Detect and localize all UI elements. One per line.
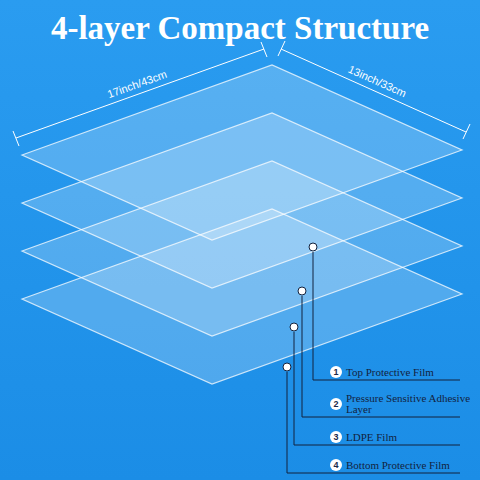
callout-item: 4 Bottom Protective Film (330, 459, 476, 471)
title: 4-layer Compact Structure (0, 8, 480, 48)
callout-number: 2 (330, 398, 342, 410)
part-name: Bottom Protective Film (346, 460, 450, 471)
dimension-label: 17inch/43cm (105, 68, 168, 101)
callout-dots (283, 243, 317, 371)
callout-item: 1 Top Protective Film (330, 366, 476, 378)
callout-item: 3 LDPE Film (330, 431, 476, 443)
part-name: Pressure Sensitive Adhesive Layer (346, 393, 476, 415)
film-sheets (22, 65, 462, 384)
callout-number: 4 (330, 459, 342, 471)
callout-item: 2 Pressure Sensitive Adhesive Layer (330, 393, 476, 415)
leader-lines (287, 252, 460, 473)
part-name: LDPE Film (346, 432, 397, 443)
callout-number: 3 (330, 431, 342, 443)
dimension-lines (13, 41, 470, 146)
part-name: Top Protective Film (346, 367, 434, 378)
callout-number: 1 (330, 366, 342, 378)
